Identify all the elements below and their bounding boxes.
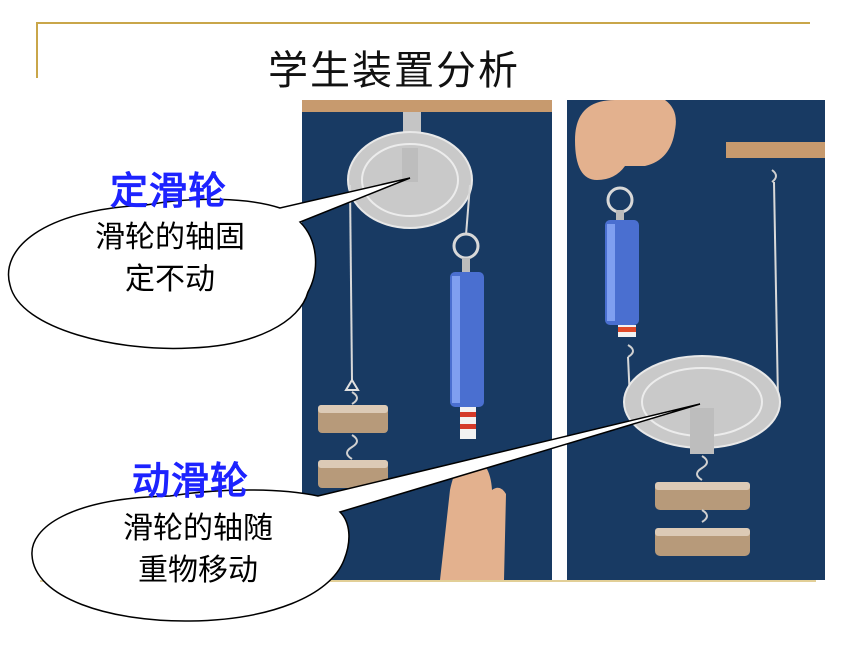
movable-pulley-description: 滑轮的轴随 重物移动	[80, 508, 316, 592]
fixed-pulley-line2: 定不动	[125, 262, 215, 297]
frame-bottom-line	[40, 580, 816, 582]
fixed-pulley-line1: 滑轮的轴固	[95, 220, 245, 255]
slide-title: 学生装置分析	[268, 48, 520, 94]
fixed-pulley-description: 滑轮的轴固 定不动	[60, 217, 280, 301]
frame-left-line	[36, 22, 38, 78]
frame-top-line	[36, 22, 810, 24]
movable-pulley-label: 动滑轮	[132, 459, 250, 503]
movable-pulley-line2: 重物移动	[138, 553, 258, 588]
fixed-pulley-label: 定滑轮	[110, 169, 228, 213]
movable-pulley-line1: 滑轮的轴随	[123, 511, 273, 546]
fixed-pulley-callout-bubble	[7, 177, 411, 350]
movable-pulley-callout-bubble	[31, 403, 701, 622]
movable-pulley-photo	[567, 100, 825, 580]
fixed-pulley-photo	[302, 100, 552, 580]
